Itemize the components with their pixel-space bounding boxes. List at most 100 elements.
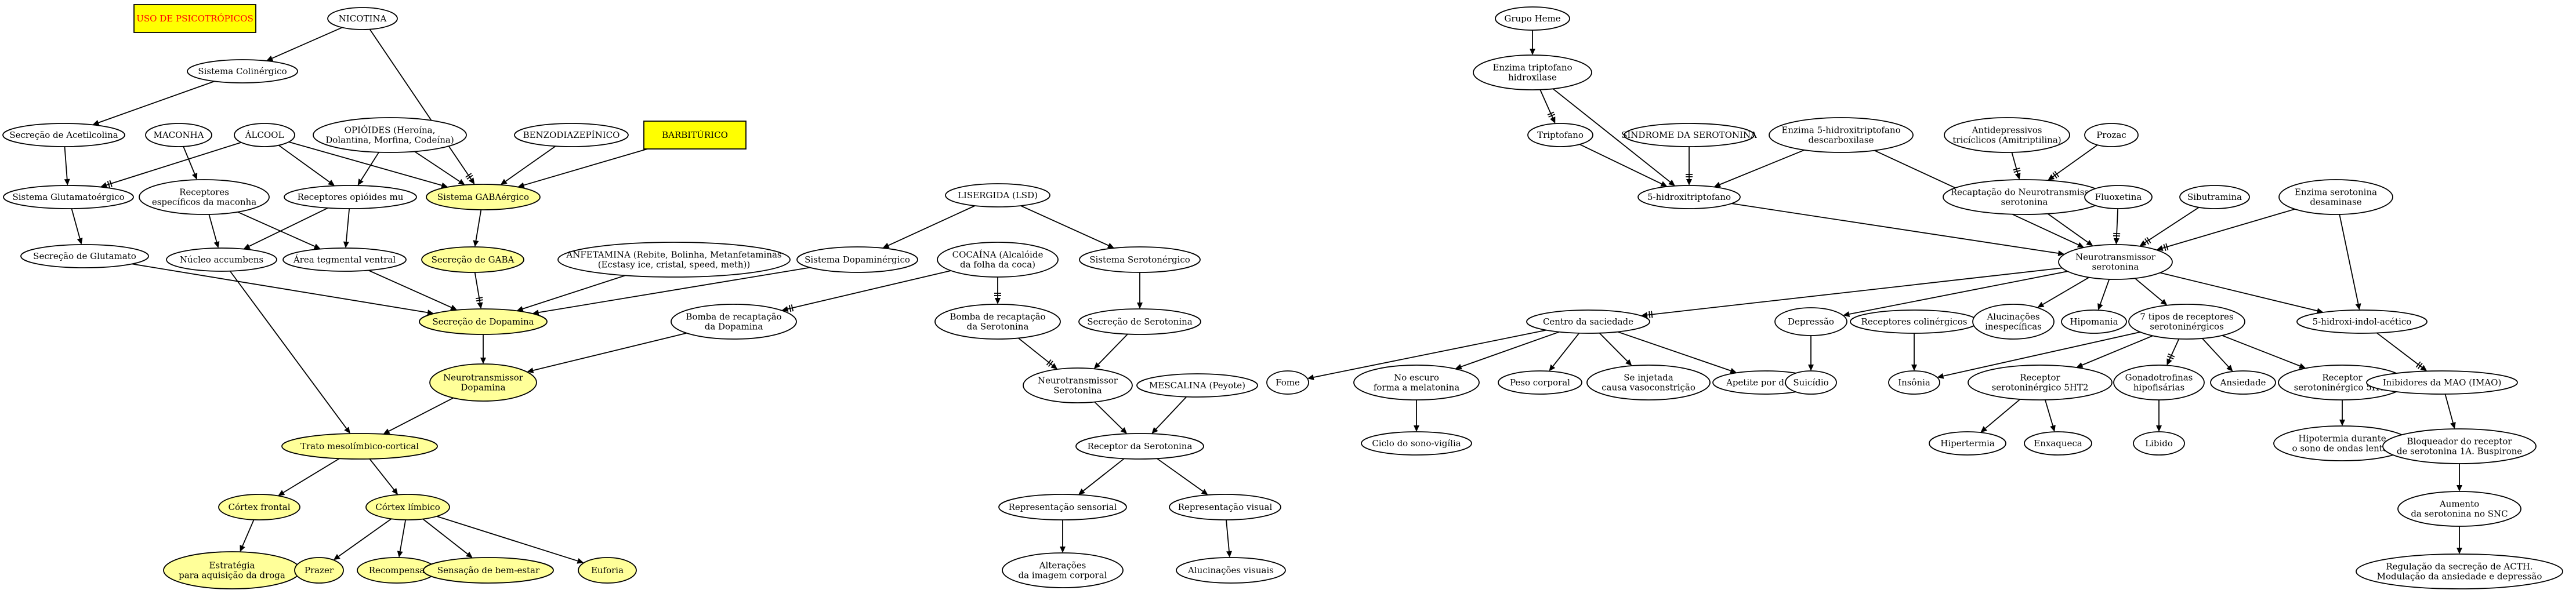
- edge-line: [414, 151, 460, 182]
- node-label: MACONHA: [153, 130, 204, 140]
- node-accumbens: Núcleo accumbens: [166, 247, 277, 272]
- edge-line: [1849, 271, 2068, 315]
- node-label: Córtex frontal: [229, 502, 291, 512]
- node-barbiturico: BARBITÚRICO: [643, 121, 747, 150]
- edge-cortex_limbico-to-recompensa: [397, 519, 407, 558]
- arrowhead: [466, 551, 473, 558]
- edge-line: [64, 146, 68, 180]
- edge-line: [1083, 458, 1125, 491]
- edge-alcool-to-gaba: [288, 141, 448, 188]
- node-shape: [1023, 367, 1133, 403]
- edge-neuro_ser_r-to-tipos7: [2135, 278, 2168, 305]
- node-label: para aquisição da droga: [179, 570, 285, 581]
- arrowhead: [450, 304, 458, 310]
- node-label: Sistema Colinérgico: [198, 66, 287, 77]
- node-sec_dopamina: Secreção de Dopamina: [419, 308, 548, 335]
- edge-layer: [64, 27, 2462, 564]
- inhibit-tick: [2054, 170, 2059, 177]
- inhibit-tick: [109, 180, 113, 187]
- node-shape: [423, 557, 554, 584]
- inhibit-tick: [788, 305, 792, 312]
- node-peso: Peso corporal: [1498, 370, 1582, 395]
- node-htp5: 5-hidroxitriptofano: [1637, 185, 1741, 209]
- edge-rep_sensorial-to-alteracoes: [1060, 520, 1066, 553]
- arrowhead: [995, 298, 1001, 304]
- node-bem_estar: Sensação de bem-estar: [423, 557, 554, 584]
- node-shape: [1888, 370, 1940, 395]
- edge-ht2-to-hipertermia: [1980, 399, 2021, 433]
- edge-line: [523, 148, 648, 186]
- node-label: causa vasoconstrição: [1602, 383, 1695, 393]
- node-shape: [796, 246, 918, 273]
- arrowhead: [458, 179, 465, 185]
- arrowhead: [92, 119, 100, 126]
- arrowhead: [1808, 365, 1814, 371]
- node-shape: [2128, 304, 2245, 340]
- edge-nicotina-to-gaba: [369, 29, 475, 185]
- edge-rec_serotonina-to-rep_visual: [1157, 458, 1208, 496]
- edge-sindrome-to-htp5: [1686, 147, 1693, 185]
- node-triptofano: Triptofano: [1527, 123, 1593, 147]
- node-label: Enzima 5-hidroxitriptofano: [1781, 125, 1900, 136]
- node-shape: [1774, 307, 1847, 336]
- arrowhead: [100, 182, 108, 188]
- node-label: específicos da maconha: [152, 197, 256, 207]
- edge-rec_serotonina-to-rep_sensorial: [1078, 458, 1125, 495]
- arrowhead: [2113, 238, 2120, 245]
- arrowhead: [2037, 301, 2045, 308]
- node-label: Enxaqueca: [2034, 438, 2082, 449]
- edge-line: [2011, 152, 2019, 174]
- arrowhead: [469, 177, 475, 185]
- edge-saciedade-to-fome: [1307, 329, 1546, 380]
- edge-line: [132, 263, 428, 314]
- node-label: Hipomania: [2070, 316, 2118, 327]
- node-shape: [1586, 365, 1711, 400]
- node-label: Sistema GABAérgico: [437, 192, 529, 202]
- edge-trato-to-cortex_frontal: [278, 458, 340, 496]
- edge-saciedade-to-injetada: [1599, 333, 1632, 366]
- node-shape: [1169, 494, 1281, 520]
- node-shape: [145, 123, 212, 147]
- inhibit-tick: [2013, 167, 2020, 171]
- node-shape: [2179, 185, 2250, 209]
- arrowhead: [1050, 363, 1058, 370]
- edge-line: [1731, 203, 2059, 254]
- node-label: Depressão: [1788, 316, 1834, 327]
- arrowhead: [313, 243, 321, 249]
- node-label: MESCALINA (Peyote): [1149, 380, 1245, 391]
- edge-line: [1313, 329, 1546, 378]
- inhibit-tick: [465, 173, 472, 178]
- node-label: Enzima triptofano: [1492, 63, 1572, 73]
- node-shape: [1527, 123, 1593, 147]
- edge-line: [1599, 333, 1628, 362]
- arrowhead: [1530, 49, 1535, 55]
- node-label: Ansiedade: [2220, 377, 2266, 388]
- node-label: Secreção de Serotonina: [1087, 316, 1193, 327]
- edge-colinergico-to-sec_acetil: [92, 81, 215, 126]
- node-label: serotonina: [2092, 262, 2139, 272]
- node-label: Dolantina, Morfina, Codeína): [325, 135, 454, 145]
- edge-line: [249, 207, 328, 247]
- node-tegmental: Área tegmental ventral: [282, 247, 407, 272]
- node-label: Suicídio: [1793, 377, 1828, 388]
- node-euforia: Euforia: [578, 557, 637, 584]
- node-shape: [294, 557, 344, 584]
- edge-line: [2099, 279, 2110, 305]
- node-shape: [234, 123, 295, 147]
- node-label: forma a melatonina: [1374, 383, 1459, 393]
- arrowhead: [2076, 362, 2084, 368]
- node-cortex_frontal: Córtex frontal: [218, 494, 300, 520]
- edge-neuro_ser_r-to-depressao: [1843, 271, 2068, 317]
- edge-line: [288, 141, 442, 186]
- arrowhead: [2086, 239, 2093, 246]
- node-shape: [421, 246, 524, 273]
- arrowhead: [77, 238, 83, 245]
- node-shape: [945, 183, 1050, 207]
